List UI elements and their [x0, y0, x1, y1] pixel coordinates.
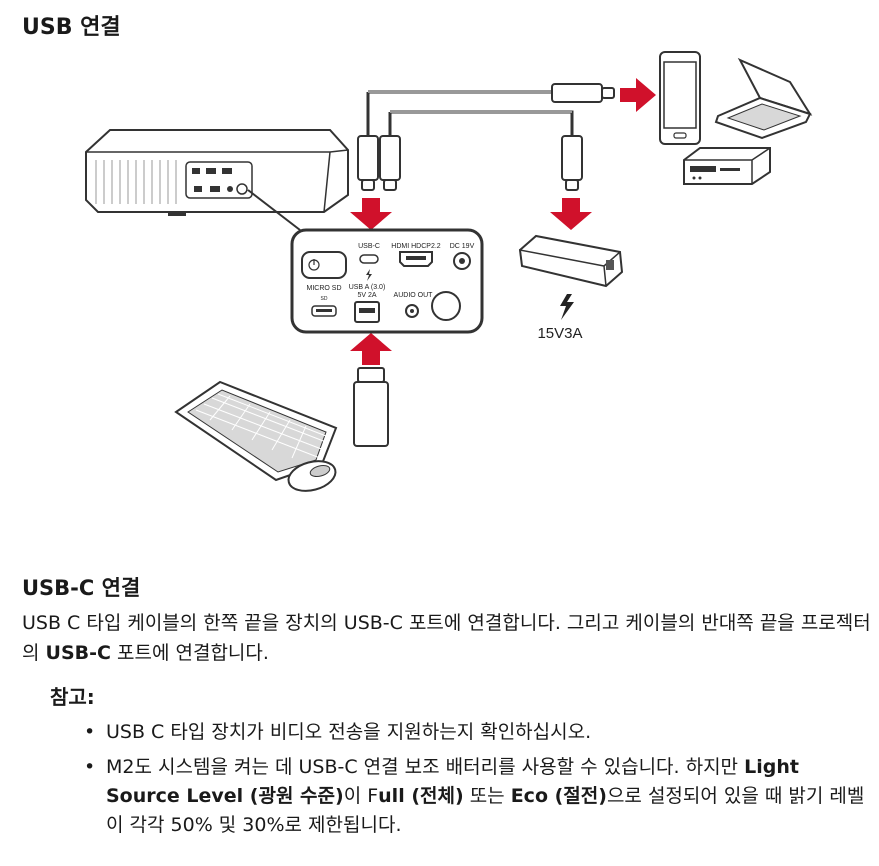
- usbc-plug-horizontal: [551, 83, 615, 103]
- power-bank-label: 15V3A: [537, 325, 582, 342]
- section-title: USB-C 연결: [22, 576, 141, 600]
- port-label-usba-2: 5V 2A: [357, 292, 376, 299]
- note-item: USB C 타입 장치가 비디오 전송을 지원하는지 확인하십시오.: [80, 718, 870, 747]
- arrow-right-devices: [620, 78, 656, 112]
- port-panel: USB-C HDMI HDCP2.2 DC 19V MICRO SD SD US…: [290, 228, 484, 334]
- page-title: USB 연결: [22, 15, 121, 40]
- phone: [659, 51, 701, 145]
- usb-a-device: [353, 367, 389, 447]
- usbc-plug-left: [357, 135, 379, 191]
- usbc-plug-middle: [379, 135, 401, 191]
- usb-connection-diagram: USB-C HDMI HDCP2.2 DC 19V MICRO SD SD US…: [85, 51, 813, 492]
- callout-line: [247, 189, 301, 231]
- port-label-microsd: MICRO SD: [307, 285, 342, 292]
- mouse: [287, 460, 337, 492]
- laptop: [714, 57, 813, 140]
- port-label-sd: SD: [321, 296, 328, 302]
- section-paragraph: USB C 타입 케이블의 한쪽 끝을 장치의 USB-C 포트에 연결합니다.…: [22, 612, 871, 664]
- power-bank: 15V3A: [518, 234, 624, 342]
- projector: [85, 129, 349, 216]
- port-label-hdmi: HDMI HDCP2.2: [391, 243, 441, 250]
- usbc-plug-right: [561, 135, 583, 191]
- note-title: 참고:: [50, 685, 95, 709]
- port-label-usbc: USB-C: [358, 243, 380, 250]
- arrow-down-projector: [350, 198, 392, 230]
- port-label-audio: AUDIO OUT: [394, 292, 434, 299]
- arrows: [350, 78, 656, 365]
- arrow-down-powerbank: [550, 198, 592, 230]
- note-item: M2도 시스템을 켜는 데 USB-C 연결 보조 배터리를 사용할 수 있습니…: [80, 753, 870, 840]
- note-list: USB C 타입 장치가 비디오 전송을 지원하는지 확인하십시오. M2도 시…: [80, 718, 870, 846]
- port-label-usba-1: USB A (3.0): [349, 284, 386, 291]
- cables: [366, 90, 574, 136]
- cable-inner: [368, 91, 572, 113]
- arrow-up-usba: [350, 333, 392, 365]
- keyboard: [174, 380, 338, 482]
- media-player: [683, 147, 771, 185]
- port-label-dc: DC 19V: [450, 243, 475, 250]
